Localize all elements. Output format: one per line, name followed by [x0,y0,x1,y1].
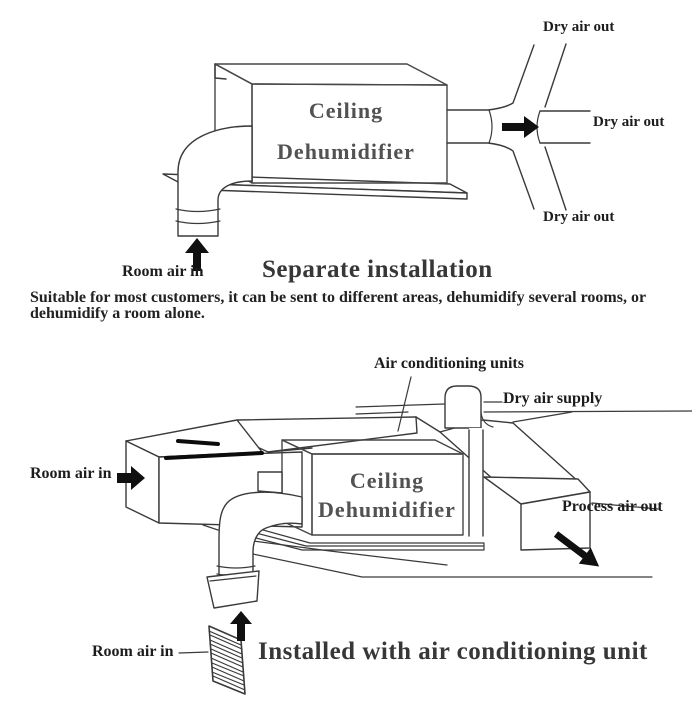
label-dry-air-out-top: Dry air out [543,19,615,35]
slab-right-step [415,416,441,433]
room-air-in-pointer-line [178,651,209,654]
label-dry-air-supply: Dry air supply [503,390,603,407]
dry-air-supply-pipe-body [469,428,483,536]
ac-duct-bar [355,403,445,415]
arrow-dry-air-flow [502,116,539,138]
duct-upper-branch-right-edge [544,43,567,108]
slab-back-edge [237,416,417,421]
label-air-conditioning-units: Air conditioning units [374,355,524,372]
bottom-device-name-line2: Dehumidifier [318,497,456,522]
arrow-process-air-out [553,531,600,567]
label-dry-air-out-bottom: Dry air out [543,209,615,225]
bottom-dehumidifier-box-front-face [311,453,464,536]
bottom-diagram-drawing [117,376,692,695]
label-room-air-in-left: Room air in [30,465,112,482]
duct-lower-branch-left-edge [446,142,535,210]
bottom-diagram-title: Installed with air conditioning unit [258,638,648,665]
bottom-mounting-plate [251,526,485,551]
label-dry-air-out-middle: Dry air out [593,114,665,130]
duct-throat-arc-left [488,109,493,144]
top-dehumidifier-box-top-face [214,63,448,86]
arrow-room-air-in-top [185,238,209,271]
bottom-device-name-line1: Ceiling [349,468,425,493]
slab-edge-through-label [591,502,659,510]
pipe-flare [480,411,494,428]
intake-grille-slats [208,630,246,691]
top-device-name-line2: Dehumidifier [277,139,415,164]
duct-damper-mark-2 [164,451,264,460]
arrow-room-air-in-bottom [230,611,252,641]
slab-right-edges [483,410,692,423]
top-diagram-title: Separate installation [262,256,493,283]
label-process-air-out: Process air out [562,498,663,515]
duct-damper-mark-1 [176,439,220,446]
dry-air-supply-pipe-edges [468,429,484,537]
slab-front-edge [267,416,418,453]
top-diagram-caption: Suitable for most customers, it can be s… [30,289,646,322]
arrow-room-air-in-left [117,466,145,490]
dry-air-supply-pipe-head [444,385,482,429]
duct-upper-branch-left-edge [446,44,535,111]
top-box-notch [214,63,227,80]
top-diagram-drawing [162,43,591,271]
top-pipe-coupling-band [175,208,221,225]
duct-lower-branch-right-edge [544,146,567,211]
label-room-air-in-bottom: Room air in [92,643,174,660]
top-intake-elbow-pipe [177,125,253,237]
elbow-fitting [257,471,283,494]
top-device-name-line1: Ceiling [308,98,384,123]
intake-funnel-flange-line [209,575,257,582]
ac-units-pointer-line [397,376,412,432]
label-room-air-in-top: Room air in [122,263,204,280]
process-box-front-face [520,491,591,551]
arrow-process-air-out-group [553,531,600,567]
